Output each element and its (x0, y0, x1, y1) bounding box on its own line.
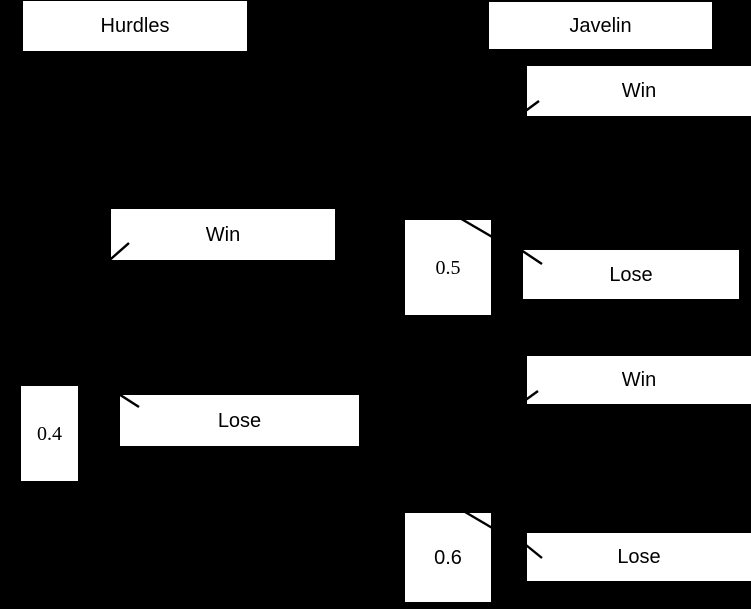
javelin-lose-after-win-probability-box: 0.5 (405, 220, 491, 315)
hurdles-win-label: Win (205, 223, 241, 246)
javelin-lose-after-lose-probability: 0.6 (434, 546, 462, 569)
hurdles-header-label: Hurdles (100, 15, 170, 37)
javelin-lose-after-win-label: Lose (609, 263, 653, 286)
javelin-win-after-lose-box: Win (527, 356, 751, 404)
hurdles-header-box: Hurdles (23, 1, 247, 51)
javelin-lose-after-win-probability: 0.5 (435, 256, 461, 279)
hurdles-lose-probability: 0.4 (37, 422, 62, 445)
javelin-header-label: Javelin (569, 14, 632, 37)
javelin-header-box: Javelin (489, 2, 712, 49)
hurdles-win-box: Win (111, 209, 335, 260)
javelin-lose-after-win-box: Lose (523, 250, 739, 299)
hurdles-lose-box: Lose (120, 395, 359, 446)
hurdles-lose-label: Lose (217, 409, 262, 432)
javelin-win-after-win-label: Win (621, 80, 657, 102)
javelin-lose-after-lose-label: Lose (617, 546, 661, 568)
javelin-lose-after-lose-probability-box: 0.6 (405, 513, 491, 602)
javelin-win-after-win-box: Win (527, 66, 751, 116)
hurdles-lose-probability-box: 0.4 (21, 386, 78, 481)
javelin-win-after-lose-label: Win (621, 369, 657, 391)
javelin-lose-after-lose-box: Lose (527, 533, 751, 581)
